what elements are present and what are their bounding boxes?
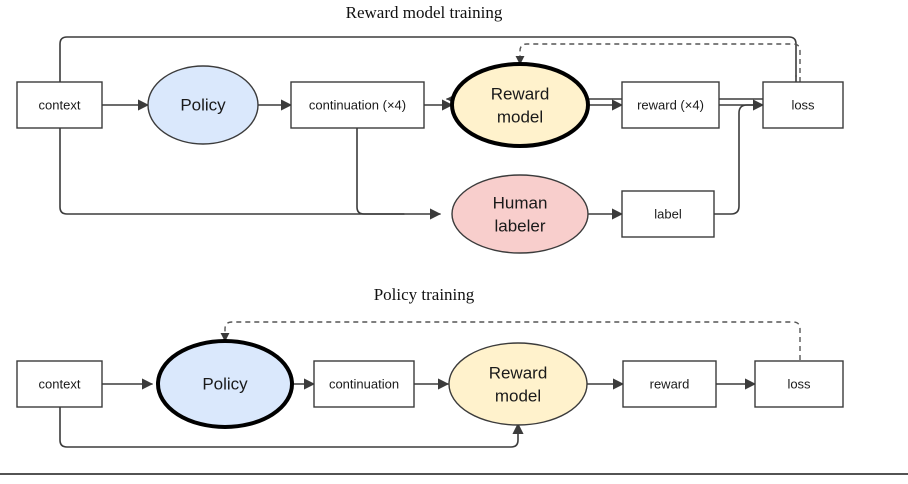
loss-label-bottom: loss xyxy=(787,376,811,391)
policy-label: Policy xyxy=(180,95,226,114)
edge-context-to-top-rail xyxy=(59,36,797,83)
human-labeler-label-line2: labeler xyxy=(494,216,545,235)
node-loss-bottom[interactable]: loss xyxy=(754,360,844,408)
reward-label: reward (×4) xyxy=(637,97,704,112)
edge-context-to-reward-model-bottom xyxy=(59,406,524,448)
reward-model-label-bottom-line1: Reward xyxy=(489,363,548,382)
reward-label-bottom: reward xyxy=(650,376,690,391)
node-loss-top[interactable]: loss xyxy=(762,81,844,129)
node-human-labeler[interactable]: Human labeler xyxy=(451,174,589,254)
node-continuation-bottom[interactable]: continuation xyxy=(313,360,415,408)
reward-model-label-line2: model xyxy=(497,107,543,126)
edge-label-to-loss xyxy=(713,104,758,215)
reward-model-ellipse-bottom[interactable] xyxy=(448,342,588,426)
edge-context-to-human-labeler xyxy=(59,127,442,220)
reward-model-label-line1: Reward xyxy=(491,84,550,103)
node-reward-model-top[interactable]: Reward model xyxy=(450,62,590,148)
context-box[interactable] xyxy=(16,81,103,129)
node-reward-model-bottom[interactable]: Reward model xyxy=(448,342,588,426)
human-labeler-label-line1: Human xyxy=(493,193,548,212)
policy-label-bottom: Policy xyxy=(202,374,248,393)
node-reward-bottom[interactable]: reward xyxy=(622,360,717,408)
node-context-bottom[interactable]: context xyxy=(16,360,103,408)
human-labeler-ellipse[interactable] xyxy=(451,174,589,254)
reward-model-ellipse[interactable] xyxy=(450,62,590,148)
loss-box-bottom[interactable] xyxy=(754,360,844,408)
context-label: context xyxy=(39,97,81,112)
continuation-label: continuation (×4) xyxy=(309,97,406,112)
label-label: label xyxy=(654,206,682,221)
node-policy-top[interactable]: Policy xyxy=(147,65,259,145)
policy-training-title: Policy training xyxy=(374,285,475,304)
node-label[interactable]: label xyxy=(621,190,715,238)
reward-model-training-title: Reward model training xyxy=(346,3,503,22)
context-label-bottom: context xyxy=(39,376,81,391)
context-box-bottom[interactable] xyxy=(16,360,103,408)
node-reward-top[interactable]: reward (×4) xyxy=(621,81,720,129)
reward-box-bottom[interactable] xyxy=(622,360,717,408)
node-context-top[interactable]: context xyxy=(16,81,103,129)
continuation-box-bottom[interactable] xyxy=(313,360,415,408)
reward-box[interactable] xyxy=(621,81,720,129)
continuation-label-bottom: continuation xyxy=(329,376,399,391)
node-continuation-top[interactable]: continuation (×4) xyxy=(290,81,425,129)
continuation-box[interactable] xyxy=(290,81,425,129)
reward-model-label-bottom-line2: model xyxy=(495,386,541,405)
policy-ellipse-bottom[interactable] xyxy=(156,339,294,429)
loss-label: loss xyxy=(791,97,815,112)
node-policy-bottom[interactable]: Policy xyxy=(156,339,294,429)
policy-ellipse[interactable] xyxy=(147,65,259,145)
loss-box[interactable] xyxy=(762,81,844,129)
edge-continuation-to-human-labeler xyxy=(356,127,405,215)
label-box[interactable] xyxy=(621,190,715,238)
edge-loss-gradient-to-reward-model xyxy=(515,43,801,82)
